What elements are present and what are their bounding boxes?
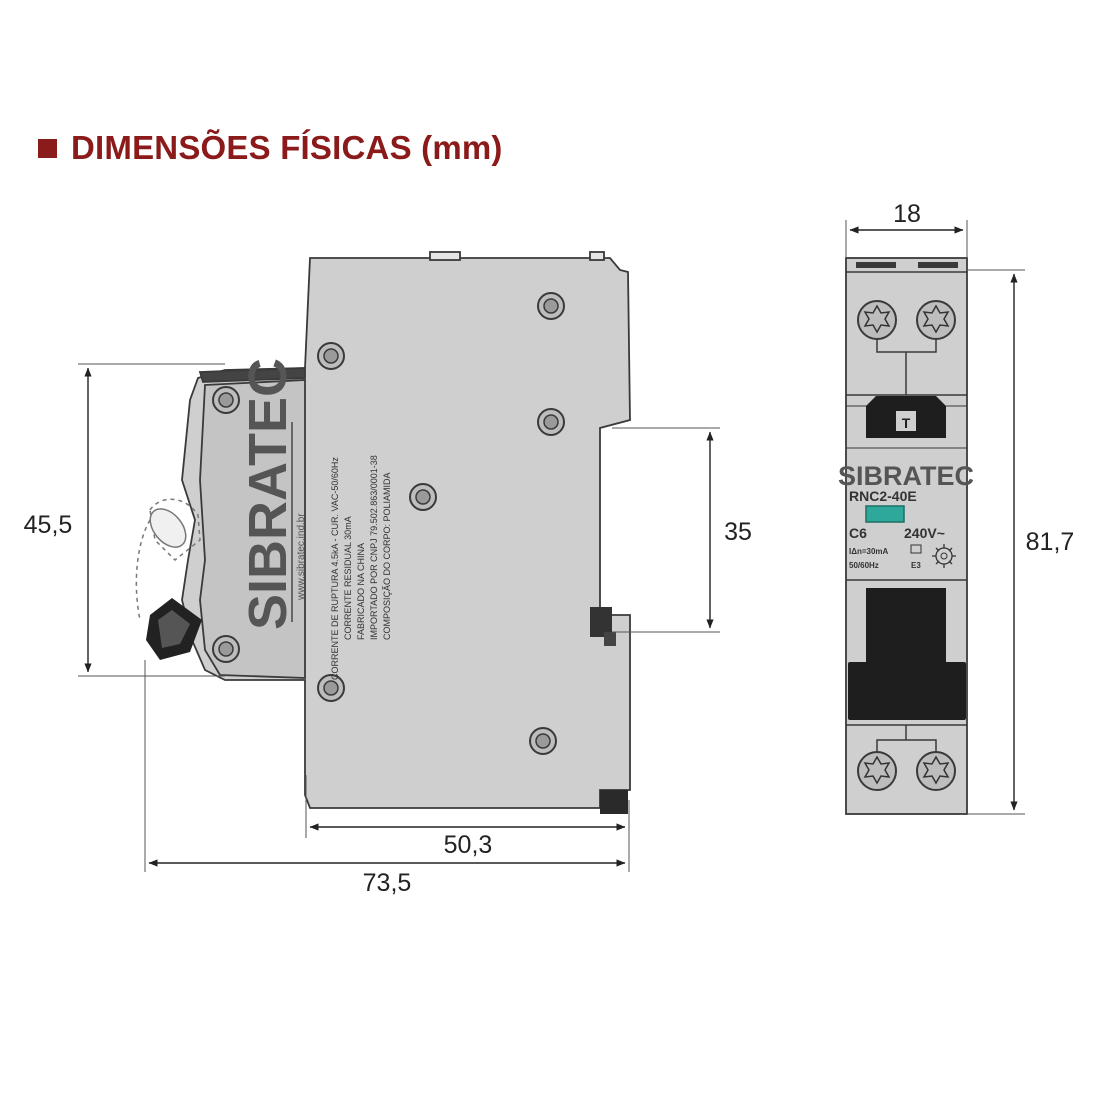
screw-terminal-icon <box>409 483 437 511</box>
spec-line-3: FABRICADO NA CHINA <box>356 543 366 640</box>
screw-terminal-icon <box>537 408 565 436</box>
screw-terminal-icon <box>857 751 897 791</box>
spec-line-2: CORRENTE RESIDUAL 30mA <box>343 516 353 640</box>
gear-icon <box>932 544 956 568</box>
dim-height-front: 81,7 <box>1026 528 1075 556</box>
front-curve: C6 <box>849 525 867 541</box>
slot-mark <box>918 262 958 268</box>
side-dimensions: 45,5 35 50,3 73,5 <box>24 363 752 897</box>
lever-ghost-knob <box>149 508 187 548</box>
front-brand: SIBRATEC <box>838 461 974 491</box>
title-text: DIMENSÕES FÍSICAS (mm) <box>71 129 503 166</box>
front-toggle-base[interactable] <box>848 662 966 720</box>
bottom-clip <box>600 790 628 814</box>
front-toggle[interactable] <box>866 588 946 668</box>
screw-terminal-icon <box>212 635 240 663</box>
screw-terminal-icon <box>537 292 565 320</box>
screw-terminal-icon <box>857 300 897 340</box>
screw-terminal-icon <box>212 386 240 414</box>
spec-line-4: IMPORTADO POR CNPJ 79.502.863/0001-38 <box>369 455 379 640</box>
dim-rail: 35 <box>724 518 752 546</box>
screw-terminal-icon <box>916 751 956 791</box>
slot-mark <box>856 262 896 268</box>
lever-arc <box>135 519 151 621</box>
front-voltage: 240V~ <box>904 525 945 541</box>
front-dimensions: 18 81,7 <box>845 200 1075 815</box>
lever-ghost <box>149 498 201 562</box>
side-website: www.sibratec.ind.br <box>296 513 307 601</box>
rail-clip <box>590 607 612 637</box>
top-clip-2 <box>589 251 605 261</box>
side-brand: SIBRATEC <box>238 358 298 630</box>
front-class: E3 <box>911 561 921 570</box>
top-ridge <box>198 367 306 383</box>
front-panel <box>199 379 306 679</box>
front-housing <box>845 257 968 815</box>
dim-depth-total: 73,5 <box>363 869 412 897</box>
screw-terminal-icon <box>916 300 956 340</box>
front-frequency: 50/60Hz <box>849 561 879 570</box>
svg-text:T: T <box>902 415 911 431</box>
double-square-icon <box>910 544 922 554</box>
status-indicator <box>865 505 905 523</box>
rail-clip-tab <box>604 632 616 646</box>
dim-height-left: 45,5 <box>24 511 73 539</box>
front-model: RNC2-40E <box>849 488 917 504</box>
side-view: SIBRATEC www.sibratec.ind.br CORRENTE DE… <box>135 251 631 814</box>
toggle-lever-grip <box>158 610 190 648</box>
dim-width-front: 18 <box>893 200 921 228</box>
page-title: DIMENSÕES FÍSICAS (mm) <box>38 126 503 170</box>
front-residual: IΔn=30mA <box>849 547 889 556</box>
dim-depth-body: 50,3 <box>444 831 493 859</box>
screw-terminal-icon <box>317 674 345 702</box>
spec-line-1: CORRENTE DE RUPTURA 4.5kA - CUR. VAC-50/… <box>330 457 340 680</box>
front-view: T SIBRATEC RNC2-40E C6 240V~ IΔn=30mA 50… <box>838 257 974 815</box>
screw-terminal-icon <box>317 342 345 370</box>
spec-line-5: COMPOSIÇÃO DO CORPO: POLIAMIDA <box>382 472 392 640</box>
test-button-label-box <box>896 411 916 431</box>
square-bullet-icon <box>38 138 57 158</box>
screw-terminal-icon <box>529 727 557 755</box>
top-clip <box>429 251 461 261</box>
